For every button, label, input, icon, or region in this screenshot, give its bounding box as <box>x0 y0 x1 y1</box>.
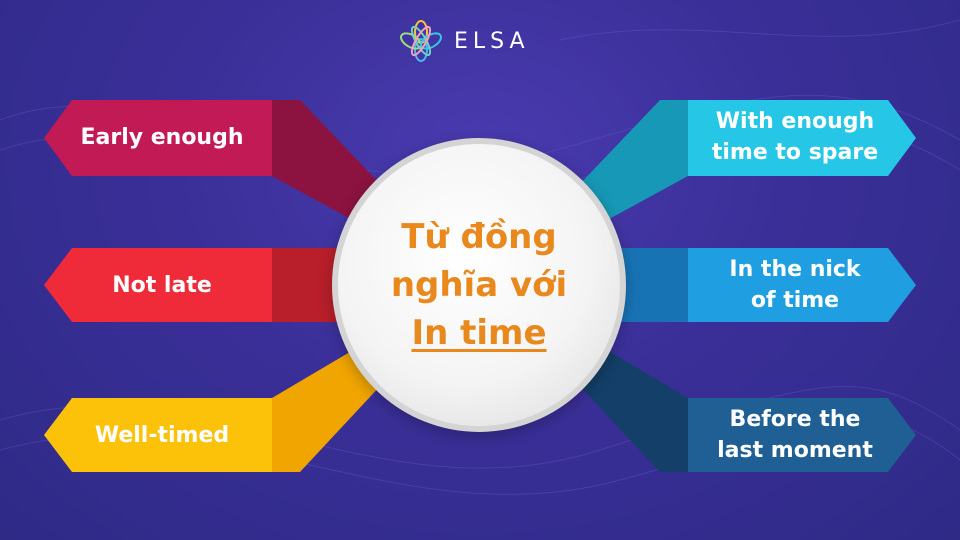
right-synonym-3-shape <box>578 346 916 472</box>
right-synonym-2-shape <box>616 248 916 322</box>
left-synonym-1-banner <box>44 100 272 176</box>
left-synonym-3-arm <box>272 346 382 472</box>
center-hub: Từ đồng nghĩa với In time <box>332 138 626 432</box>
right-synonym-3-banner <box>688 398 916 472</box>
right-synonym-2-label: In the nick of time <box>690 248 900 322</box>
left-synonym-1-label: Early enough <box>52 100 272 174</box>
left-synonym-1-arm <box>272 100 382 224</box>
logo-text: ELSA <box>454 28 530 54</box>
left-synonym-2-shape <box>44 248 344 322</box>
left-synonym-2-arm <box>272 248 344 322</box>
left-synonym-3-shape <box>44 346 382 472</box>
center-title-line-1: Từ đồng <box>401 217 557 257</box>
right-synonym-1-arm <box>578 100 688 224</box>
right-synonym-1-line-2: time to spare <box>711 140 879 165</box>
right-synonym-3-line-1: Before the <box>729 407 861 432</box>
left-synonym-2-text: Not late <box>112 272 212 298</box>
left-synonym-3-text: Well-timed <box>94 422 230 448</box>
left-synonym-1-shape <box>44 100 382 224</box>
right-synonym-2-arm <box>616 248 688 322</box>
left-synonym-3-label: Well-timed <box>52 398 272 472</box>
right-synonym-2-line-2: of time <box>750 288 840 313</box>
right-synonym-2-line-1: In the nick <box>729 257 861 282</box>
right-synonym-3-line-2: last moment <box>717 438 873 463</box>
left-synonym-1-text: Early enough <box>80 124 244 150</box>
right-synonym-3-arm <box>578 346 688 472</box>
left-synonym-2-banner <box>44 248 272 322</box>
center-title-line-2: nghĩa với <box>390 265 568 305</box>
right-synonym-2-banner <box>688 248 916 322</box>
right-synonym-3-label: Before the last moment <box>690 398 900 472</box>
left-synonym-2-label: Not late <box>52 248 272 322</box>
right-synonym-1-shape <box>578 100 916 224</box>
center-highlight: In time <box>411 313 547 353</box>
elsa-logo: ELSA <box>400 18 530 64</box>
right-synonym-1-line-1: With enough <box>715 109 875 134</box>
right-synonym-1-banner <box>688 100 916 176</box>
right-synonym-1-label: With enough time to spare <box>690 100 900 174</box>
left-synonym-3-banner <box>44 398 272 472</box>
elsa-flower-icon <box>400 20 442 62</box>
